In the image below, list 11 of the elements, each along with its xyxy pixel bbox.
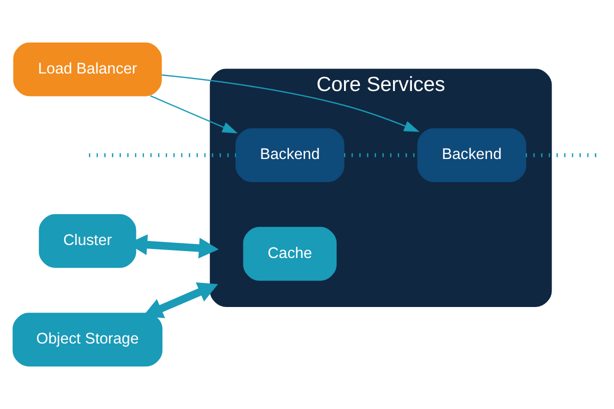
node-box: Cache bbox=[243, 226, 337, 281]
node-box: Backend bbox=[417, 128, 526, 182]
arrow bbox=[150, 95, 238, 134]
connector bbox=[344, 153, 418, 158]
arrow bbox=[142, 282, 218, 318]
node-box: Object Storage bbox=[12, 312, 162, 367]
arrow bbox=[162, 74, 420, 132]
connector bbox=[88, 153, 236, 158]
node-box: Load Balancer bbox=[13, 42, 162, 96]
node-box: Cluster bbox=[38, 214, 136, 268]
node-box: Backend bbox=[235, 128, 344, 182]
